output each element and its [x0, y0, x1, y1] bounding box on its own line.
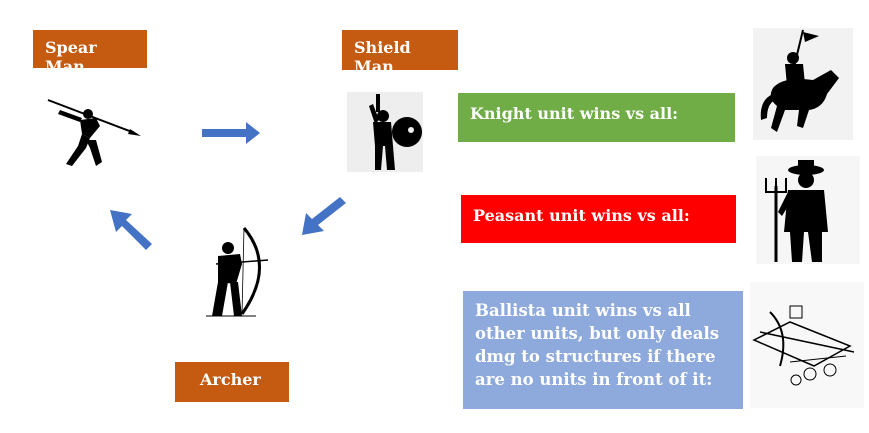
peasant-icon — [765, 160, 828, 262]
shieldman-icon — [369, 94, 422, 170]
ballista-line-2: other units, but only deals — [475, 324, 720, 344]
shield-man-label: Shield Man — [342, 30, 458, 76]
peasant-rule-box: Peasant unit wins vs all: — [461, 195, 736, 243]
archer-label: Archer — [175, 362, 289, 402]
knight-icon — [760, 29, 839, 132]
peasant-icon-bg — [756, 156, 860, 264]
arrow-down-left-icon — [302, 197, 346, 235]
knight-icon-bg — [753, 28, 853, 140]
ballista-line-3: dmg to structures if there — [475, 347, 716, 367]
archer-icon — [206, 227, 269, 317]
spear-man-label: Spear Man — [33, 30, 147, 76]
spearman-icon — [47, 99, 141, 166]
knight-rule-box: Knight unit wins vs all: — [458, 93, 735, 142]
ballista-rule-box: Ballista unit wins vs all other units, b… — [463, 291, 743, 409]
ballista-line-4: are no units in front of it: — [475, 370, 713, 390]
arrow-up-left-icon — [110, 210, 152, 250]
ballista-icon — [750, 282, 864, 408]
arrow-right-icon — [202, 122, 260, 144]
ballista-line-1: Ballista unit wins vs all — [475, 301, 691, 320]
shieldman-icon-bg — [347, 92, 423, 172]
